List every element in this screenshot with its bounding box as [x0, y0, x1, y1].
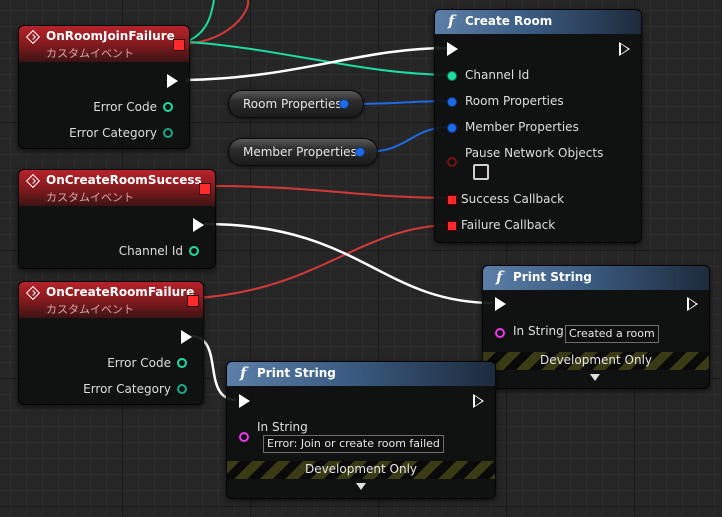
in-string-pin[interactable] [495, 328, 505, 338]
function-icon: f [240, 364, 247, 382]
wire-channel-offscreen [189, 0, 215, 41]
wire-exec-print-success [203, 222, 493, 305]
event-icon [25, 29, 41, 45]
function-node-print-string-success[interactable]: f Print String In String Created a room … [482, 265, 710, 389]
pause-network-objects-pin[interactable] [447, 157, 457, 167]
function-header: f Print String [227, 362, 495, 386]
success-callback-pin[interactable] [447, 195, 457, 205]
pin-label-room-properties: Room Properties [465, 94, 564, 108]
development-only-banner: Development Only [483, 352, 709, 370]
event-icon [25, 173, 41, 189]
delegate-pin[interactable] [173, 39, 185, 51]
exec-out-pin[interactable] [193, 218, 204, 232]
exec-in-pin[interactable] [447, 42, 458, 56]
development-only-label: Development Only [539, 353, 653, 367]
variable-label: Room Properties [243, 97, 342, 111]
room-properties-out-pin[interactable] [339, 99, 349, 109]
pin-label-failure-callback: Failure Callback [461, 218, 556, 232]
error-category-pin[interactable] [163, 128, 173, 138]
exec-in-pin[interactable] [495, 297, 506, 311]
event-header: OnRoomJoinFailure カスタムイベント [19, 26, 189, 62]
exec-out-pin[interactable] [167, 74, 178, 88]
function-node-create-room[interactable]: f Create Room Channel Id Room Properties… [434, 9, 642, 243]
channel-id-pin[interactable] [189, 246, 199, 256]
member-properties-out-pin[interactable] [355, 147, 365, 157]
pin-label-member-properties: Member Properties [465, 120, 579, 134]
pin-label-success-callback: Success Callback [461, 192, 565, 206]
event-icon [25, 285, 41, 301]
development-only-label: Development Only [304, 462, 418, 476]
in-string-input[interactable]: Error: Join or create room failed [263, 435, 444, 453]
function-header: f Print String [483, 266, 709, 290]
error-code-pin[interactable] [177, 358, 187, 368]
exec-out-pin[interactable] [619, 42, 630, 56]
function-title: Create Room [465, 14, 553, 28]
event-title: OnCreateRoomSuccess [46, 173, 202, 187]
event-header: OnCreateRoomFailure カスタムイベント [19, 282, 203, 318]
variable-label: Member Properties [243, 145, 357, 159]
exec-out-pin[interactable] [473, 394, 484, 408]
error-code-pin[interactable] [163, 102, 173, 112]
member-properties-in-pin[interactable] [447, 123, 457, 133]
event-node-create-room-failure[interactable]: OnCreateRoomFailure カスタムイベント Error Code … [18, 281, 204, 405]
pin-label-error-code: Error Code [93, 100, 157, 114]
function-title: Print String [513, 270, 592, 284]
exec-in-pin[interactable] [239, 394, 250, 408]
function-icon: f [448, 12, 455, 30]
event-node-create-room-success[interactable]: OnCreateRoomSuccess カスタムイベント Channel Id [18, 169, 216, 269]
expand-chevron-icon[interactable] [590, 374, 600, 381]
pin-label-channel-id: Channel Id [465, 68, 530, 82]
wire-channel-id [189, 41, 452, 76]
exec-out-pin[interactable] [181, 330, 192, 344]
pin-label-error-category: Error Category [69, 126, 157, 140]
pin-label-in-string: In String [257, 420, 308, 434]
pin-label-error-category: Error Category [83, 382, 171, 396]
wire-failure-callback [195, 224, 452, 299]
function-title: Print String [257, 366, 336, 380]
event-title: OnCreateRoomFailure [46, 285, 195, 299]
event-subtitle: カスタムイベント [46, 303, 134, 316]
development-only-banner: Development Only [227, 461, 495, 479]
pin-label-error-code: Error Code [107, 356, 171, 370]
expand-chevron-icon[interactable] [356, 483, 366, 490]
pin-label-pause-network-objects: Pause Network Objects [465, 146, 604, 160]
room-properties-in-pin[interactable] [447, 97, 457, 107]
wire-exec-create-room [185, 46, 449, 82]
variable-member-properties[interactable]: Member Properties [228, 138, 378, 166]
function-icon: f [496, 268, 503, 286]
pin-label-in-string: In String [513, 324, 564, 338]
function-header: f Create Room [435, 10, 641, 34]
in-string-pin[interactable] [239, 432, 249, 442]
event-subtitle: カスタムイベント [46, 191, 134, 204]
failure-callback-pin[interactable] [447, 221, 457, 231]
pause-network-objects-checkbox[interactable] [473, 164, 489, 180]
event-subtitle: カスタムイベント [46, 47, 134, 60]
variable-room-properties[interactable]: Room Properties [228, 90, 364, 118]
channel-id-in-pin[interactable] [447, 71, 457, 81]
error-category-pin[interactable] [177, 384, 187, 394]
pin-label-channel-id: Channel Id [118, 244, 183, 258]
delegate-pin[interactable] [199, 183, 211, 195]
event-title: OnRoomJoinFailure [46, 29, 175, 43]
exec-out-pin[interactable] [687, 297, 698, 311]
function-node-print-string-failure[interactable]: f Print String In String Error: Join or … [226, 361, 496, 499]
event-header: OnCreateRoomSuccess カスタムイベント [19, 170, 215, 206]
event-node-room-join-failure[interactable]: OnRoomJoinFailure カスタムイベント Error Code Er… [18, 25, 190, 149]
wire-success-callback [209, 185, 452, 199]
in-string-input[interactable]: Created a room [565, 325, 659, 343]
delegate-pin[interactable] [187, 295, 199, 307]
